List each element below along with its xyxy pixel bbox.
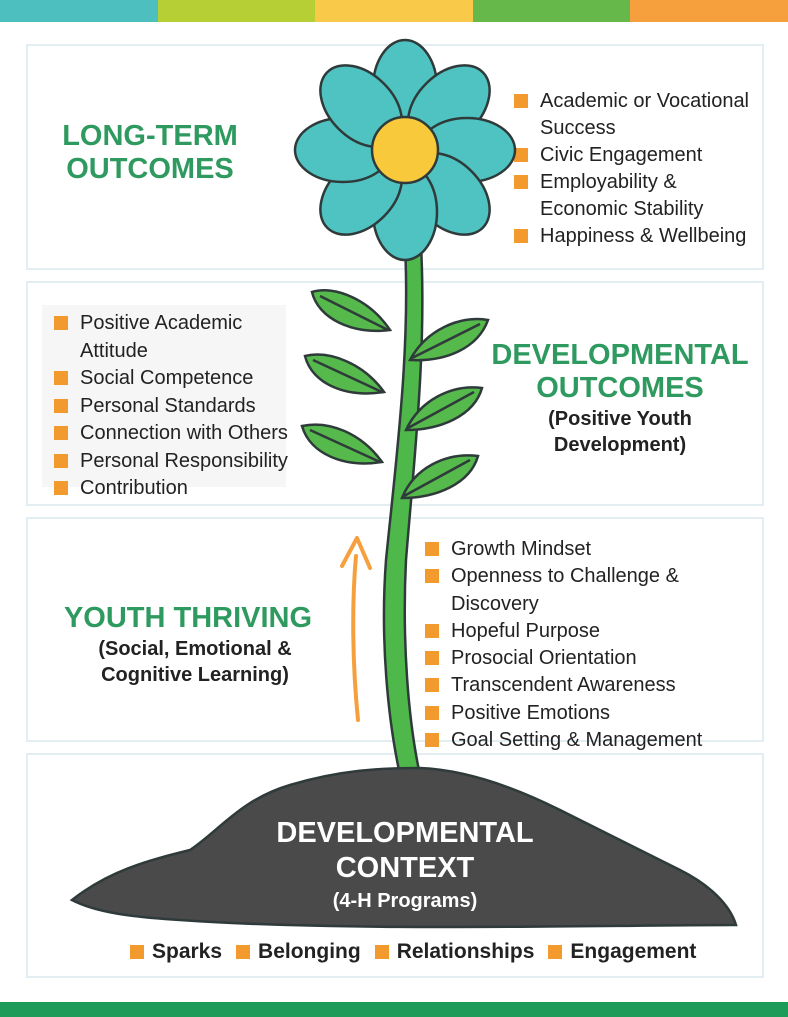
list-item: Goal Setting & Management <box>425 727 770 754</box>
list-item: Relationships <box>374 940 534 964</box>
top-color-bar <box>0 0 788 22</box>
bullet-icon <box>425 678 439 693</box>
list-item: Positive Emotions <box>425 700 770 727</box>
list-item: Contribution <box>54 475 294 503</box>
bullet-icon <box>514 94 528 108</box>
list-item: Sparks <box>130 940 222 964</box>
list-item: Civic Engagement <box>514 142 754 169</box>
developmental-list: Positive Academic Attitude Social Compet… <box>54 310 294 503</box>
bullet-icon <box>54 398 68 413</box>
list-item: Positive Academic Attitude <box>54 310 294 365</box>
bullet-icon <box>425 705 439 720</box>
bullet-icon <box>425 733 439 748</box>
context-subheading: (4-H Programs) <box>332 890 478 912</box>
list-item: Academic or Vocational Success <box>514 88 754 142</box>
bullet-icon <box>54 426 68 440</box>
long-term-list: Academic or Vocational Success Civic Eng… <box>514 88 754 250</box>
list-item: Happiness & Wellbeing <box>514 223 754 250</box>
thriving-heading: YOUTH THRIVING <box>63 602 313 634</box>
list-item: Connection with Others <box>54 420 294 448</box>
context-list: Sparks Belonging Relationships Engagemen… <box>130 940 696 964</box>
list-item: Prosocial Orientation <box>425 645 770 672</box>
bullet-icon <box>54 371 68 385</box>
list-item: Employability & Economic Stability <box>514 169 754 223</box>
bullet-icon <box>54 316 68 330</box>
top-bar-segment <box>630 0 788 22</box>
developmental-list-background <box>42 305 286 487</box>
list-item: Personal Standards <box>54 393 294 421</box>
list-item: Engagement <box>548 940 696 964</box>
developmental-subheading: (Positive Youth Development) <box>548 408 692 456</box>
list-item: Personal Responsibility <box>54 448 294 476</box>
list-item: Openness to Challenge & Discovery <box>425 563 770 618</box>
list-item: Transcendent Awareness <box>425 672 770 699</box>
bullet-icon <box>130 945 144 959</box>
bullet-icon <box>54 453 68 468</box>
bullet-icon <box>425 623 439 638</box>
bullet-icon <box>548 945 563 959</box>
thriving-list: Growth Mindset Openness to Challenge & D… <box>425 536 770 754</box>
bullet-icon <box>425 542 439 556</box>
bullet-icon <box>425 651 439 666</box>
list-item: Social Competence <box>54 365 294 393</box>
thriving-subheading: (Social, Emotional & Cognitive Learning) <box>98 638 292 686</box>
list-item: Hopeful Purpose <box>425 618 770 645</box>
list-item: Belonging <box>236 940 361 964</box>
bullet-icon <box>54 481 68 495</box>
context-heading: DEVELOPMENTAL CONTEXT <box>276 817 534 884</box>
long-term-heading: LONG-TERM OUTCOMES <box>62 120 238 185</box>
bullet-icon <box>236 945 251 959</box>
top-bar-segment <box>157 0 316 22</box>
bullet-icon <box>425 569 439 584</box>
bullet-icon <box>374 945 389 959</box>
bottom-color-bar <box>0 1002 788 1017</box>
top-bar-segment <box>472 0 631 22</box>
top-bar-segment <box>0 0 158 22</box>
developmental-heading: DEVELOPMENTAL OUTCOMES <box>491 339 749 404</box>
bullet-icon <box>514 229 528 243</box>
list-item: Growth Mindset <box>425 536 770 563</box>
bullet-icon <box>514 148 528 162</box>
top-bar-segment <box>315 0 473 22</box>
bullet-icon <box>514 175 528 189</box>
